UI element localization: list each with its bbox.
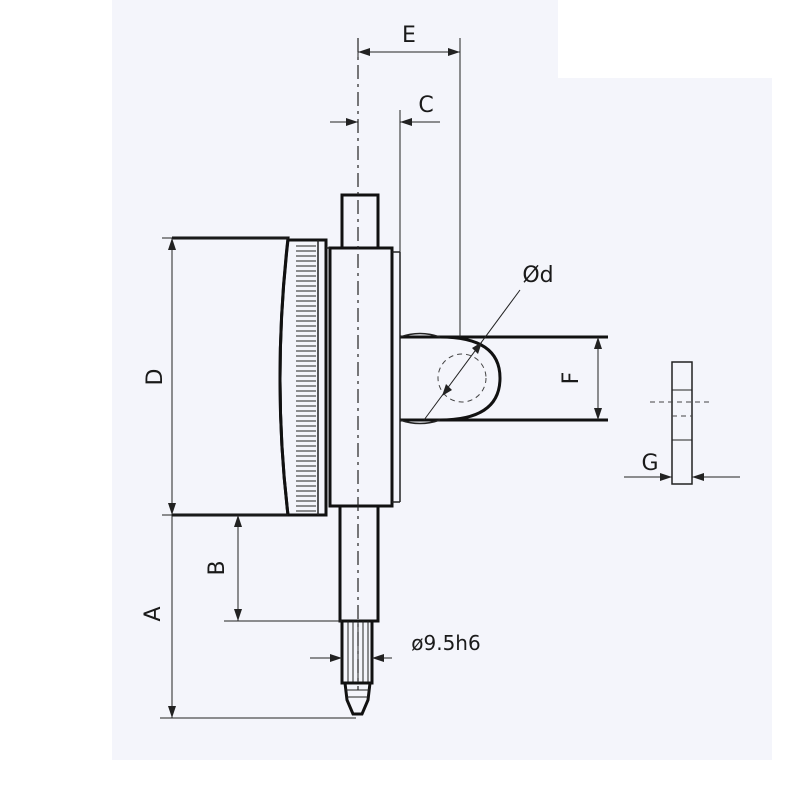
label-stem: ø9.5h6 [411,631,480,655]
dim-E [357,38,461,337]
lug-side-view [650,361,712,485]
label-G: G [641,451,658,476]
dim-G [624,473,740,481]
label-F: F [559,372,584,385]
paper-background [112,0,772,760]
top-cap [340,193,380,250]
label-B: B [205,560,230,575]
dim-stem [310,654,392,662]
dim-F [594,337,602,420]
label-C: C [418,93,433,118]
contact-point [343,681,372,716]
dim-D [162,237,288,516]
dim-C [330,110,440,252]
label-A: A [141,606,166,621]
dim-B [224,515,342,622]
dim-A [160,515,356,719]
label-E: E [402,23,416,48]
label-phi-d: Ød [522,263,553,288]
label-D: D [143,369,168,386]
mounting-lug [399,332,608,425]
dim-phi-d [423,289,521,421]
